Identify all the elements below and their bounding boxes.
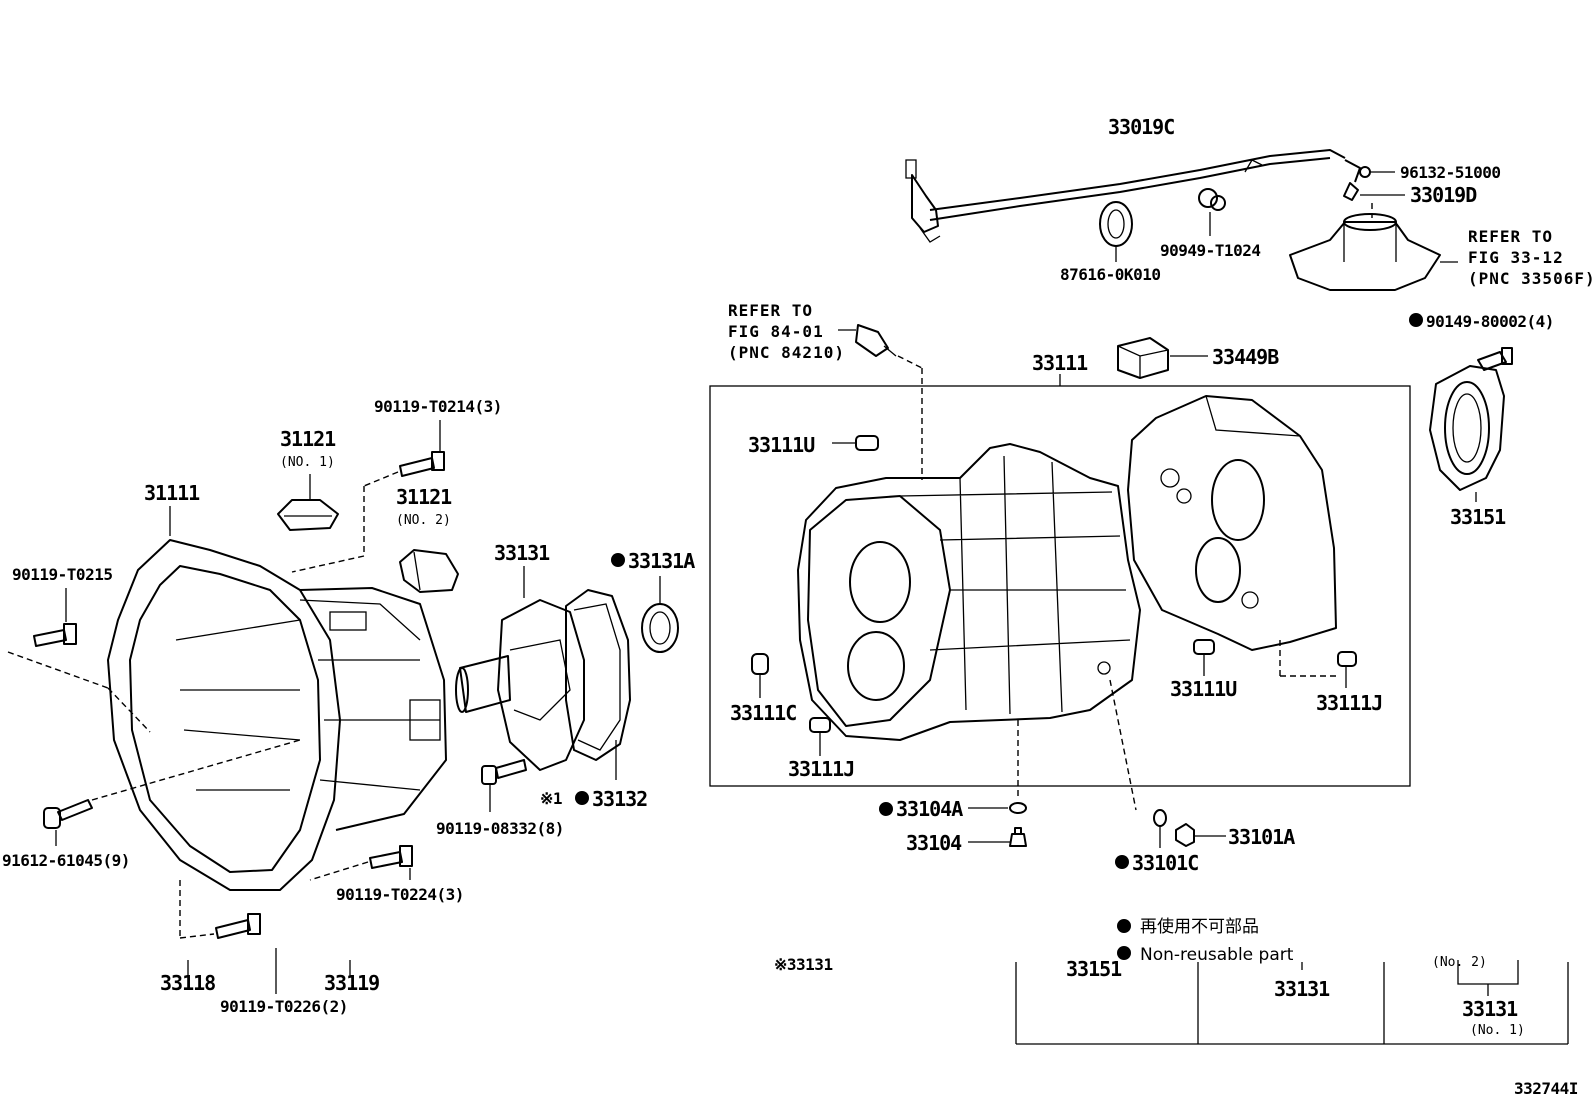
label-90119-T0224: 90119-T0224(3) (336, 885, 464, 904)
label-33104: 33104 (906, 831, 962, 855)
group-box-33111 (709, 385, 1411, 787)
part-33111J-left (809, 717, 831, 756)
label-31121-no1: 31121 (280, 427, 336, 451)
leader-33101 (1109, 679, 1137, 811)
label-33449B: 33449B (1212, 345, 1279, 369)
fragment-note: ※33131 (774, 955, 833, 974)
label-31111: 31111 (144, 481, 200, 505)
part-31121-no2 (399, 549, 459, 593)
label-91612-61045: 91612-61045(9) (2, 851, 130, 870)
refer-fig-33-12-line2: FIG 33-12 (1468, 248, 1564, 267)
figure-id: 332744I (1514, 1079, 1578, 1098)
part-33151 (1429, 365, 1505, 502)
icon-nonreusable-33101C (1115, 855, 1129, 869)
part-33131 (455, 599, 585, 771)
part-90119-T0224 (309, 845, 413, 881)
part-33111-case (797, 443, 1141, 741)
part-sensor-84210 (838, 324, 923, 480)
label-33111J-right: 33111J (1316, 691, 1382, 715)
part-90119-T0215 (7, 588, 151, 733)
part-33111U-right (1193, 639, 1215, 676)
label-33151: 33151 (1450, 505, 1506, 529)
part-33132-gasket (565, 589, 631, 780)
part-90119-T0226 (179, 880, 351, 994)
part-90119-T0214 (291, 420, 445, 573)
label-90149-80002: 90149-80002(4) (1426, 312, 1554, 331)
label-33019C: 33019C (1108, 115, 1174, 139)
part-33111U-top (832, 435, 879, 451)
refer-fig-33-12-line1: REFER TO (1468, 227, 1553, 246)
refer-fig-84-01-line1: REFER TO (728, 301, 813, 320)
part-33111C (751, 653, 769, 698)
refer-fig-84-01-line2: FIG 84-01 (728, 322, 824, 341)
reference-table (1015, 960, 1569, 1045)
table-33131-no1-sub: (No. 1) (1470, 1023, 1525, 1038)
label-90119-T0215: 90119-T0215 (12, 565, 112, 584)
label-96132-51000: 96132-51000 (1400, 163, 1500, 182)
label-33101A: 33101A (1228, 825, 1295, 849)
legend-en: Non-reusable part (1140, 945, 1294, 965)
refer-fig-84-01-line3: (PNC 84210) (728, 343, 845, 362)
label-31121-no1-sub: (NO. 1) (280, 455, 335, 470)
icon-nonreusable-legend-en (1117, 946, 1131, 960)
icon-nonreusable-33131A (611, 553, 625, 567)
label-90119-08332: 90119-08332(8) (436, 819, 564, 838)
label-33132: 33132 (592, 787, 647, 811)
part-33449B (1117, 337, 1208, 379)
icon-nonreusable-33104A (879, 802, 893, 816)
legend-jp: 再使用不可部品 (1140, 916, 1259, 937)
label-33111U-right: 33111U (1170, 677, 1236, 701)
label-33131: 33131 (494, 541, 550, 565)
refer-fig-33-12-line3: (PNC 33506F) (1468, 269, 1592, 288)
part-33111-plate (1127, 395, 1337, 651)
icon-nonreusable-33132 (575, 791, 589, 805)
label-33118: 33118 (160, 971, 215, 995)
icon-nonreusable-legend-jp (1117, 919, 1131, 933)
part-33104 (968, 827, 1027, 847)
label-33119: 33119 (324, 971, 379, 995)
table-33131-no1: 33131 (1462, 997, 1518, 1021)
part-90149-80002 (1477, 347, 1513, 371)
label-31121-no2: 31121 (396, 485, 452, 509)
label-90119-T0226: 90119-T0226(2) (220, 997, 348, 1016)
icon-nonreusable-90149 (1409, 313, 1423, 327)
part-90119-08332 (481, 759, 527, 812)
part-33131A-oil-seal (641, 576, 679, 653)
part-96132-51000 (1359, 166, 1395, 178)
label-90949-T1024: 90949-T1024 (1160, 241, 1260, 260)
part-91612-61045 (43, 739, 301, 846)
part-31121-no1 (277, 474, 339, 531)
part-87616-0K010 (1099, 201, 1133, 262)
label-33019D: 33019D (1410, 183, 1477, 207)
part-33019C (905, 149, 1361, 243)
part-33101C (1153, 809, 1167, 848)
table-33131: 33131 (1274, 977, 1330, 1001)
label-33111C: 33111C (730, 701, 796, 725)
part-shift-lever-retainer (1289, 213, 1458, 291)
part-33101A (1175, 823, 1226, 847)
label-90119-T0214: 90119-T0214(3) (374, 397, 502, 416)
label-33111U-top: 33111U (748, 433, 814, 457)
part-31111-bell-housing (107, 539, 447, 891)
table-33151: 33151 (1066, 957, 1122, 981)
part-33104A (968, 802, 1027, 814)
label-31121-no2-sub: (NO. 2) (396, 513, 451, 528)
part-90949-T1024 (1198, 188, 1226, 236)
label-33101C: 33101C (1132, 851, 1198, 875)
label-33132-prefix: ※1 (540, 789, 562, 808)
label-33104A: 33104A (896, 797, 963, 821)
table-no2-fragment: (No. 2) (1432, 955, 1487, 970)
label-33111J-left: 33111J (788, 757, 854, 781)
label-33131A: 33131A (628, 549, 695, 573)
part-33019D (1343, 182, 1405, 218)
part-33111J-right (1279, 640, 1357, 688)
label-87616-0K010: 87616-0K010 (1060, 265, 1160, 284)
label-33111: 33111 (1032, 351, 1088, 375)
